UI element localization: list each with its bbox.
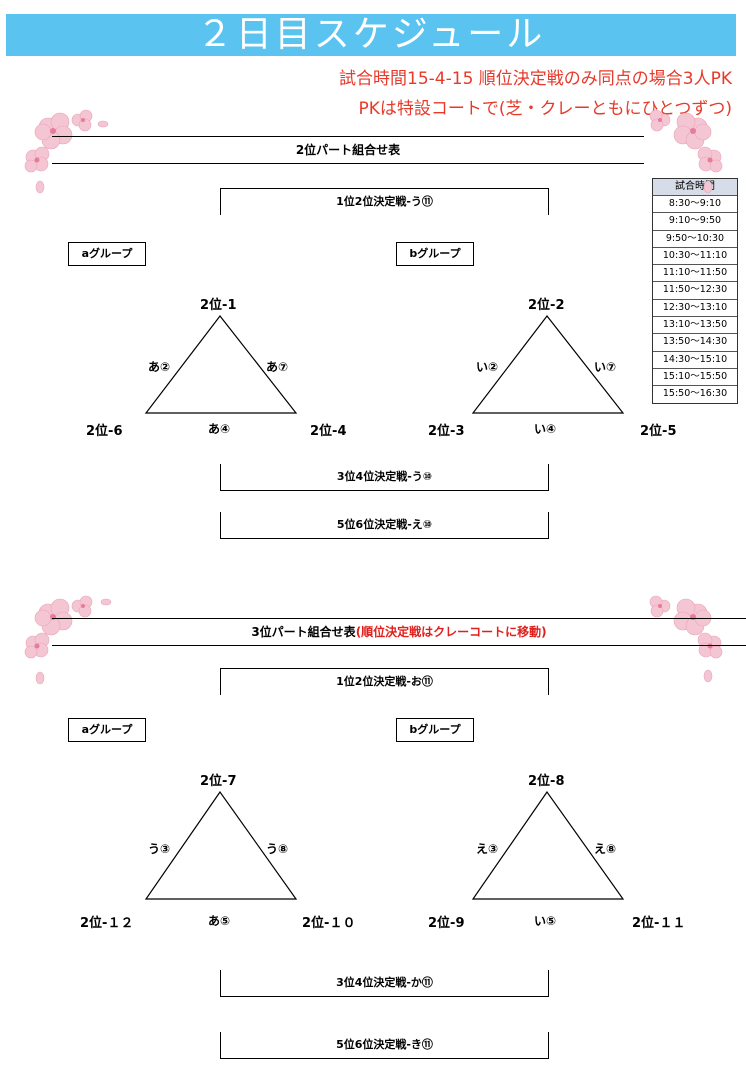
team-top: 2位-8 — [528, 774, 565, 789]
team-left: 2位-9 — [428, 916, 465, 931]
team-left: 2位-3 — [428, 424, 465, 439]
team-left: 2位-6 — [86, 424, 123, 439]
match-bottom: い④ — [534, 422, 557, 436]
time-table-row: 9:10〜9:50 — [653, 213, 737, 231]
match-right: え⑧ — [594, 842, 617, 856]
part3-header: 3位パート組合せ表(順位決定戦はクレーコートに移動) — [52, 618, 746, 646]
time-table-row: 15:10〜15:50 — [653, 369, 737, 387]
part3-group-a-label: aグループ — [68, 718, 146, 742]
time-table-row: 10:30〜11:10 — [653, 248, 737, 266]
match-bottom: あ⑤ — [208, 914, 231, 928]
match-left: え③ — [476, 842, 499, 856]
part2-group-a-label: aグループ — [68, 242, 146, 266]
team-right: 2位-4 — [310, 424, 347, 439]
team-top: 2位-7 — [200, 774, 237, 789]
time-table: 試合時間 8:30〜9:10 9:10〜9:50 9:50〜10:30 10:3… — [652, 178, 738, 404]
part2-header-title: 2位パート組合せ表 — [295, 143, 401, 157]
team-right: 2位-5 — [640, 424, 677, 439]
cherry-blossom-icon — [649, 109, 723, 194]
time-table-header: 試合時間 — [653, 179, 737, 196]
cherry-blossom-icon — [24, 595, 112, 685]
time-table-row: 12:30〜13:10 — [653, 300, 737, 318]
part2-group-b-label: bグループ — [396, 242, 474, 266]
time-table-row: 14:30〜15:10 — [653, 352, 737, 369]
part2-header: 2位パート組合せ表 — [52, 136, 644, 164]
match-right: い⑦ — [594, 360, 617, 374]
team-top: 2位-2 — [528, 298, 565, 313]
time-table-row: 15:50〜16:30 — [662, 388, 728, 400]
time-table-row: 9:50〜10:30 — [653, 231, 737, 248]
time-table-row: 13:10〜13:50 — [653, 317, 737, 335]
match-time-note: 試合時間15-4-15 順位決定戦のみ同点の場合3人PK — [339, 69, 732, 89]
part2-final-1-2: 1位2位決定戦-う⑪ — [220, 188, 549, 215]
part3-header-note: (順位決定戦はクレーコートに移動) — [355, 625, 547, 639]
match-left: う③ — [148, 842, 171, 856]
time-table-row: 8:30〜9:10 — [653, 196, 737, 214]
part2-final-3-4: 3位4位決定戦-う⑩ — [220, 464, 549, 491]
time-table-row: 11:10〜11:50 — [653, 265, 737, 283]
part2-group-a-triangle — [144, 315, 298, 414]
team-right: 2位-１０ — [302, 916, 356, 931]
part3-final-5-6: 5位6位決定戦-き⑪ — [220, 1032, 549, 1059]
match-left: あ② — [148, 360, 171, 374]
match-bottom: い⑤ — [534, 914, 557, 928]
cherry-blossom-icon — [24, 109, 109, 194]
match-bottom: あ④ — [208, 422, 231, 436]
part3-group-b-label: bグループ — [396, 718, 474, 742]
time-table-row: 11:50〜12:30 — [653, 282, 737, 300]
part3-final-1-2: 1位2位決定戦-お⑪ — [220, 668, 549, 695]
part3-group-b-triangle — [471, 790, 625, 900]
part3-header-title: 3位パート組合せ表 — [251, 625, 356, 639]
pk-note: PKは特設コートで(芝・クレーともにひとつずつ) — [358, 99, 732, 119]
part3-final-3-4: 3位4位決定戦-か⑪ — [220, 970, 549, 997]
time-table-row: 13:50〜14:30 — [653, 334, 737, 352]
team-top: 2位-1 — [200, 298, 237, 313]
match-right: う⑧ — [266, 842, 289, 856]
part3-group-a-triangle — [144, 790, 298, 900]
match-left: い② — [476, 360, 499, 374]
part2-group-b-triangle — [471, 315, 625, 414]
team-right: 2位-１１ — [632, 916, 686, 931]
match-right: あ⑦ — [266, 360, 289, 374]
page-title: ２日目スケジュール — [6, 14, 736, 56]
part2-final-5-6: 5位6位決定戦-え⑩ — [220, 512, 549, 539]
team-left: 2位-１２ — [80, 916, 134, 931]
